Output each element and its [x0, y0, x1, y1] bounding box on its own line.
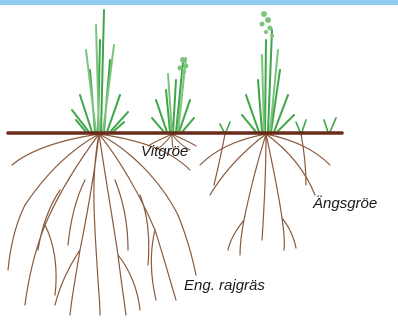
rajgras-plant: [8, 10, 196, 315]
angsgroe-shoots: [242, 30, 294, 132]
label-rajgras: Eng. rajgräs: [184, 277, 265, 294]
vitgroe-plant: [148, 57, 196, 150]
vitgroe-shoots: [152, 58, 194, 132]
label-vitgroe: Vitgröe: [141, 143, 188, 160]
label-angsgroe: Ängsgröe: [313, 195, 377, 212]
angsgroe-roots: [200, 134, 330, 255]
rajgras-roots: [8, 134, 196, 315]
rajgras-shoots: [72, 10, 128, 132]
